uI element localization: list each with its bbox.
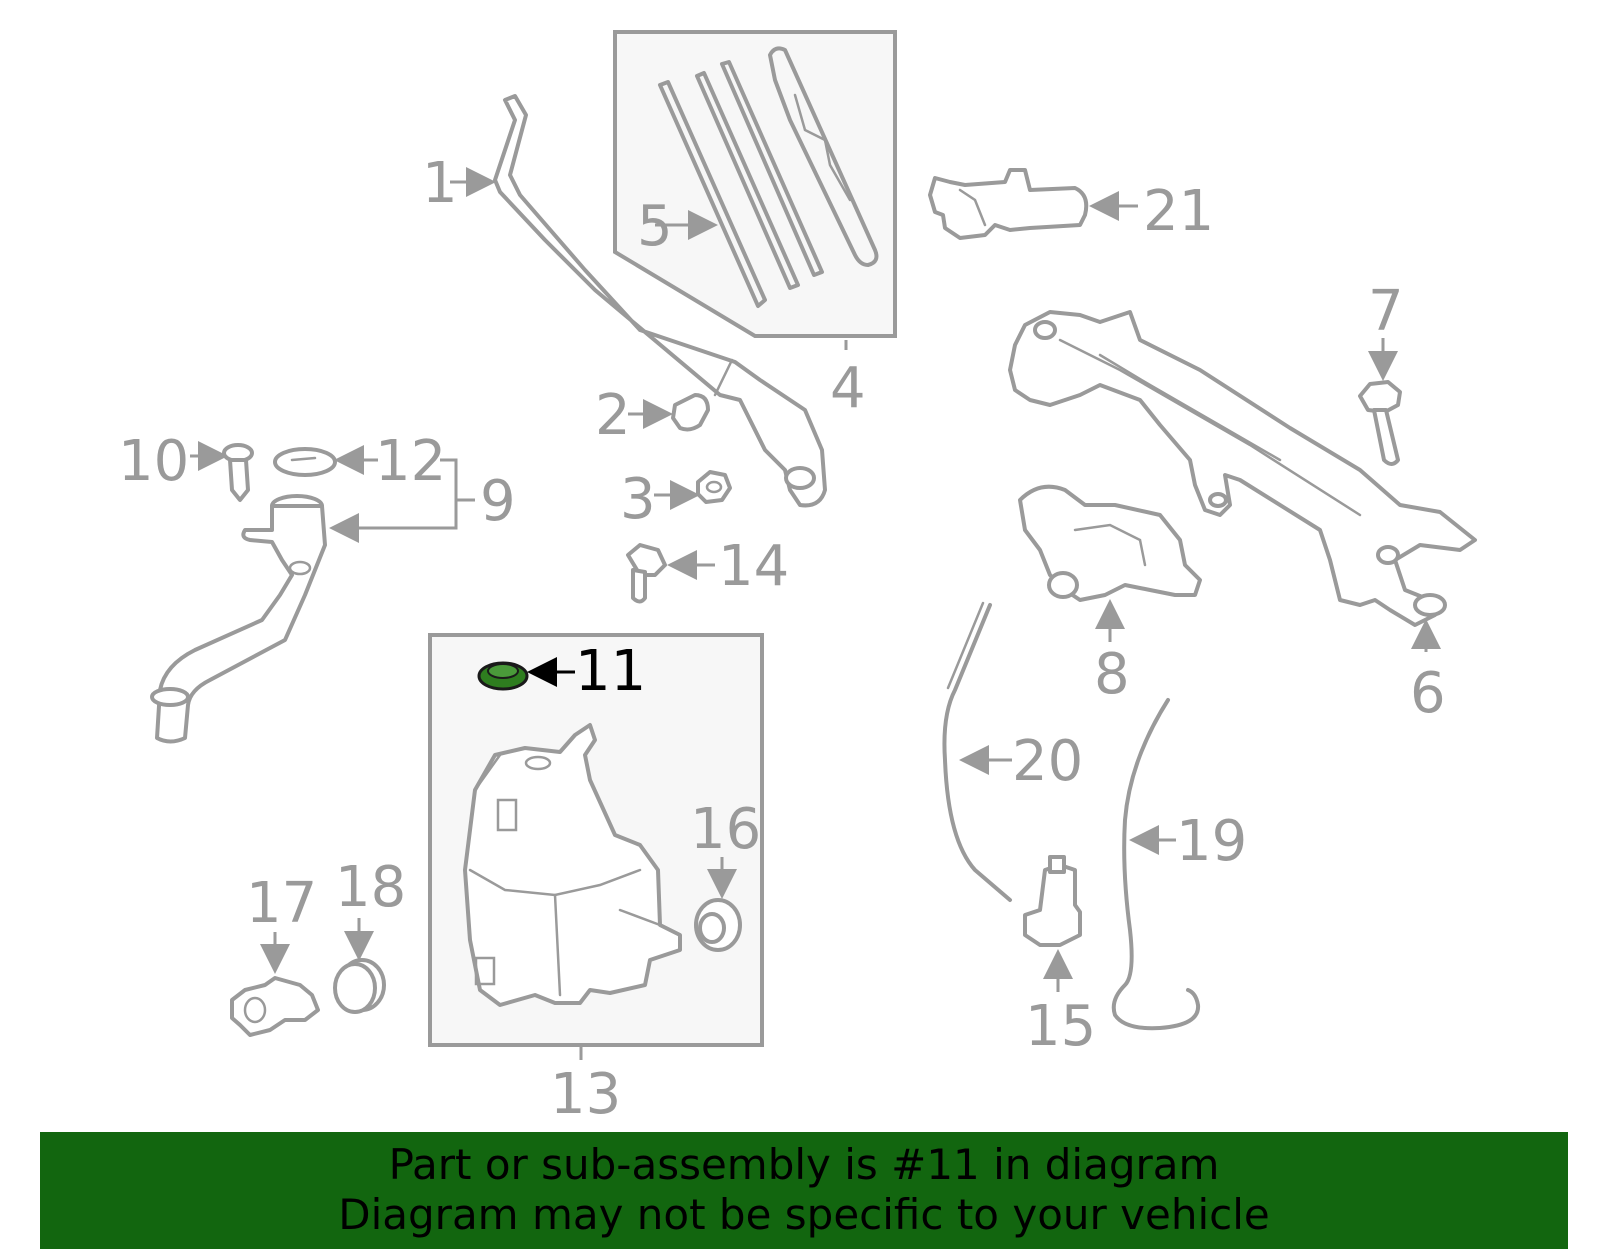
callout-8: 8	[1094, 642, 1130, 707]
part-18-plug	[333, 958, 386, 1014]
callout-20: 20	[1012, 729, 1083, 794]
callout-3: 3	[620, 467, 656, 532]
callout-12: 12	[375, 429, 446, 494]
callout-10: 10	[118, 429, 189, 494]
callout-21: 21	[1143, 179, 1214, 244]
part-14-bolt	[626, 543, 667, 604]
part-2-arm-cap	[671, 393, 710, 432]
callout-11: 11	[575, 639, 646, 704]
part-5-refill	[658, 60, 824, 308]
callout-19: 19	[1176, 809, 1247, 874]
part-13-reservoir	[463, 723, 682, 1007]
part-7-bolt	[1358, 380, 1402, 466]
part-19-hose	[1111, 698, 1201, 1031]
callout-17: 17	[246, 871, 317, 936]
callout-arrows	[190, 167, 1441, 1060]
part-20-hose-inner	[946, 601, 985, 690]
callout-2: 2	[595, 383, 631, 448]
callout-6: 6	[1410, 661, 1446, 726]
part-17-connector	[230, 976, 320, 1037]
callout-18: 18	[335, 855, 406, 920]
part-16-grommet	[694, 898, 742, 952]
part-9-filler-neck	[150, 494, 327, 744]
part-8-motor	[1018, 484, 1202, 602]
info-banner: Part or sub-assembly is #11 in diagram D…	[40, 1132, 1568, 1249]
callout-16: 16	[690, 797, 761, 862]
callout-7: 7	[1368, 279, 1404, 344]
part-20-hose	[942, 603, 1012, 902]
banner-line-disclaimer: Diagram may not be specific to your vehi…	[338, 1190, 1270, 1239]
callout-15: 15	[1025, 994, 1096, 1059]
callout-13: 13	[550, 1062, 621, 1127]
banner-line-part: Part or sub-assembly is #11 in diagram	[388, 1140, 1220, 1189]
part-4-wiper-blade	[768, 46, 879, 267]
callout-1: 1	[422, 151, 458, 216]
callout-5: 5	[637, 194, 673, 259]
part-1-wiper-arm	[493, 94, 827, 508]
callout-9: 9	[480, 469, 516, 534]
part-11-seal	[477, 661, 529, 691]
part-6-linkage	[1008, 310, 1477, 627]
callout-4: 4	[830, 356, 866, 421]
part-3-nut	[696, 470, 732, 504]
callout-14: 14	[718, 534, 789, 599]
callout-labels: 1 5 4 2 3 14 21 7 6 8 10 12 9 11 13 20 1…	[118, 151, 1446, 1127]
part-12-cap	[273, 447, 337, 477]
part-10-clip	[222, 443, 254, 502]
part-15-pump	[1023, 855, 1082, 947]
part-21-nozzle	[928, 168, 1089, 240]
